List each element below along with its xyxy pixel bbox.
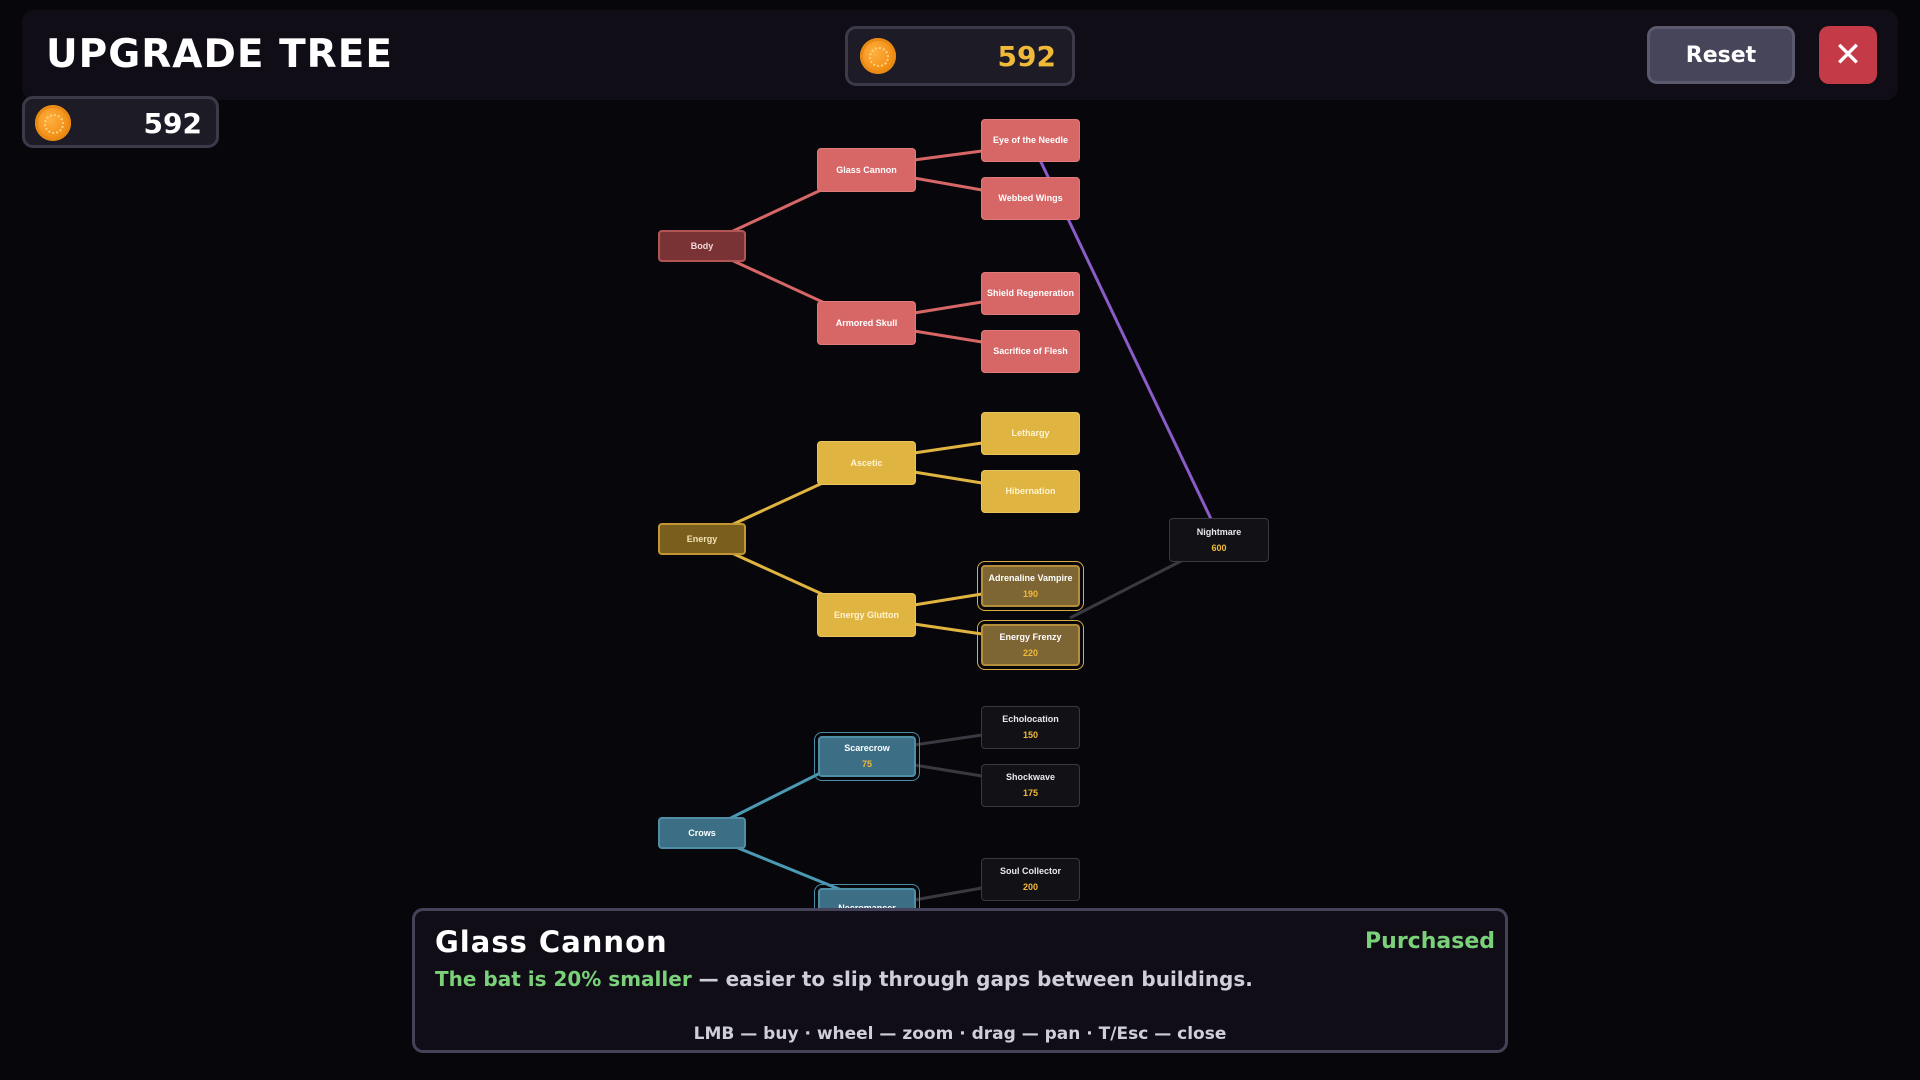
wallet-coin-value: 592 xyxy=(143,107,202,140)
node-shield-regeneration[interactable]: Shield Regeneration xyxy=(981,272,1080,315)
edge-glass-cannon-eye xyxy=(913,149,983,162)
edge-armored-skull-shield xyxy=(913,300,983,315)
node-cost: 600 xyxy=(1211,542,1227,553)
edge-ascetic-lethargy xyxy=(913,441,983,455)
close-button[interactable]: ✕ xyxy=(1819,26,1877,84)
coin-icon xyxy=(35,105,71,141)
controls-hint: LMB — buy · wheel — zoom · drag — pan · … xyxy=(693,1024,1227,1044)
node-glass-cannon[interactable]: Glass Cannon xyxy=(817,148,916,192)
node-webbed-wings[interactable]: Webbed Wings xyxy=(981,177,1080,220)
node-energy-glutton[interactable]: Energy Glutton xyxy=(817,593,916,637)
edge-scarecrow-echolocation xyxy=(913,733,983,747)
node-armored-skull[interactable]: Armored Skull xyxy=(817,301,916,345)
wallet-coin-counter: 592 xyxy=(22,96,219,148)
tooltip-effect: The bat is 20% smaller xyxy=(435,967,692,991)
edge-scarecrow-shockwave xyxy=(913,763,983,778)
node-body[interactable]: Body xyxy=(658,230,746,262)
page-title: UPGRADE TREE xyxy=(46,32,393,77)
close-icon: ✕ xyxy=(1833,35,1863,75)
node-crows[interactable]: Crows xyxy=(658,817,746,849)
node-cost: 175 xyxy=(1022,788,1039,798)
tooltip-title: Glass Cannon xyxy=(435,925,668,959)
edge-glass-cannon-webbed xyxy=(913,176,983,192)
coin-icon xyxy=(860,38,896,74)
edge-glutton-frenzy xyxy=(913,622,983,636)
tooltip-effect-detail: — easier to slip through gaps between bu… xyxy=(691,967,1253,991)
node-sacrifice-of-flesh[interactable]: Sacrifice of Flesh xyxy=(981,330,1080,373)
edge-glutton-adrenaline xyxy=(913,592,983,607)
edge-armored-skull-sacrifice xyxy=(913,329,983,344)
reset-button[interactable]: Reset xyxy=(1647,26,1795,84)
node-cost: 220 xyxy=(1022,647,1039,658)
node-energy[interactable]: Energy xyxy=(658,523,746,555)
edge-nightmare-frenzy xyxy=(1069,558,1184,620)
upgrade-tooltip: Glass Cannon Purchased The bat is 20% sm… xyxy=(412,908,1508,1053)
node-eye-of-the-needle[interactable]: Eye of the Needle xyxy=(981,119,1080,162)
header-coin-counter: 592 xyxy=(845,26,1075,86)
edge-ascetic-hibernation xyxy=(913,470,983,485)
node-ascetic[interactable]: Ascetic xyxy=(817,441,916,485)
header-coin-value: 592 xyxy=(997,40,1056,73)
node-cost: 75 xyxy=(861,759,872,769)
tooltip-description: The bat is 20% smaller — easier to slip … xyxy=(435,967,1253,991)
node-cost: 200 xyxy=(1022,882,1039,892)
node-cost: 150 xyxy=(1022,730,1039,740)
node-cost: 190 xyxy=(1022,588,1039,599)
node-lethargy[interactable]: Lethargy xyxy=(981,412,1080,455)
tooltip-status: Purchased xyxy=(1365,929,1495,954)
edge-necromancer-soul xyxy=(913,886,983,902)
node-hibernation[interactable]: Hibernation xyxy=(981,470,1080,513)
